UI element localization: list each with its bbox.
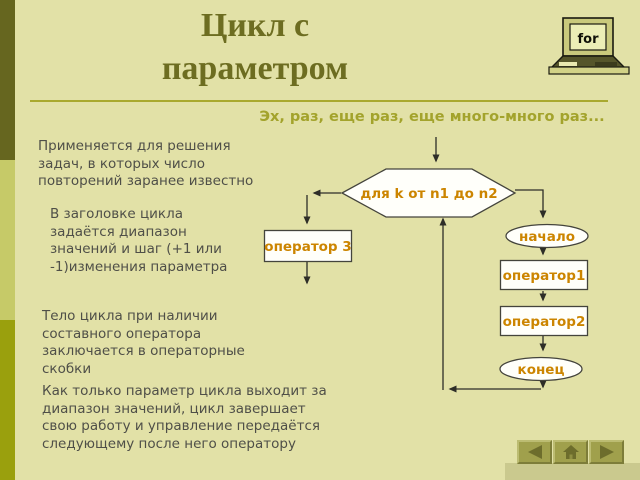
oval-start (505, 223, 589, 249)
laptop-screen (569, 23, 607, 51)
paragraph-header: В заголовке цикла задаётся диапазон знач… (50, 206, 228, 275)
laptop-touchpad (559, 62, 577, 66)
laptop-base (548, 66, 630, 75)
start-label: начало (519, 229, 575, 245)
nav-home-button[interactable] (553, 440, 588, 464)
page-title: Цикл с параметром (161, 7, 349, 87)
left-bar-bottom (0, 320, 15, 480)
box-operator3 (263, 229, 353, 263)
operator1-label: оператор1 (503, 268, 586, 284)
left-bar-top (0, 0, 15, 160)
hexagon-loop-header (340, 168, 517, 218)
arrow-hexagon-to-start (515, 189, 547, 219)
box-operator2 (499, 305, 589, 337)
paragraph-usage: Применяется для решения задач, в которых… (38, 138, 254, 189)
nav-forward-button[interactable] (589, 440, 624, 464)
title-rule (30, 100, 608, 102)
oval-end (499, 356, 583, 382)
end-label: конец (518, 362, 565, 378)
nav-shadow (505, 463, 640, 480)
laptop-for-icon: for (548, 17, 630, 75)
back-arrow-icon (527, 445, 542, 459)
laptop-screen-label: for (578, 32, 600, 47)
subtitle: Эх, раз, еще раз, еще много-много раз... (259, 109, 605, 125)
paragraph-exit: Как только параметр цикла выходит за диа… (42, 383, 327, 452)
hexagon-label: для k от n1 до n2 (360, 186, 497, 202)
operator2-label: оператор2 (503, 314, 586, 330)
home-icon (562, 445, 579, 459)
laptop-slot (595, 62, 617, 66)
forward-arrow-icon (599, 445, 614, 459)
box-operator1 (499, 259, 589, 291)
nav-back-button[interactable] (517, 440, 552, 464)
paragraph-body: Тело цикла при наличии составного операт… (42, 308, 245, 377)
operator3-label: оператор 3 (264, 239, 351, 255)
left-bar-middle (0, 160, 15, 320)
